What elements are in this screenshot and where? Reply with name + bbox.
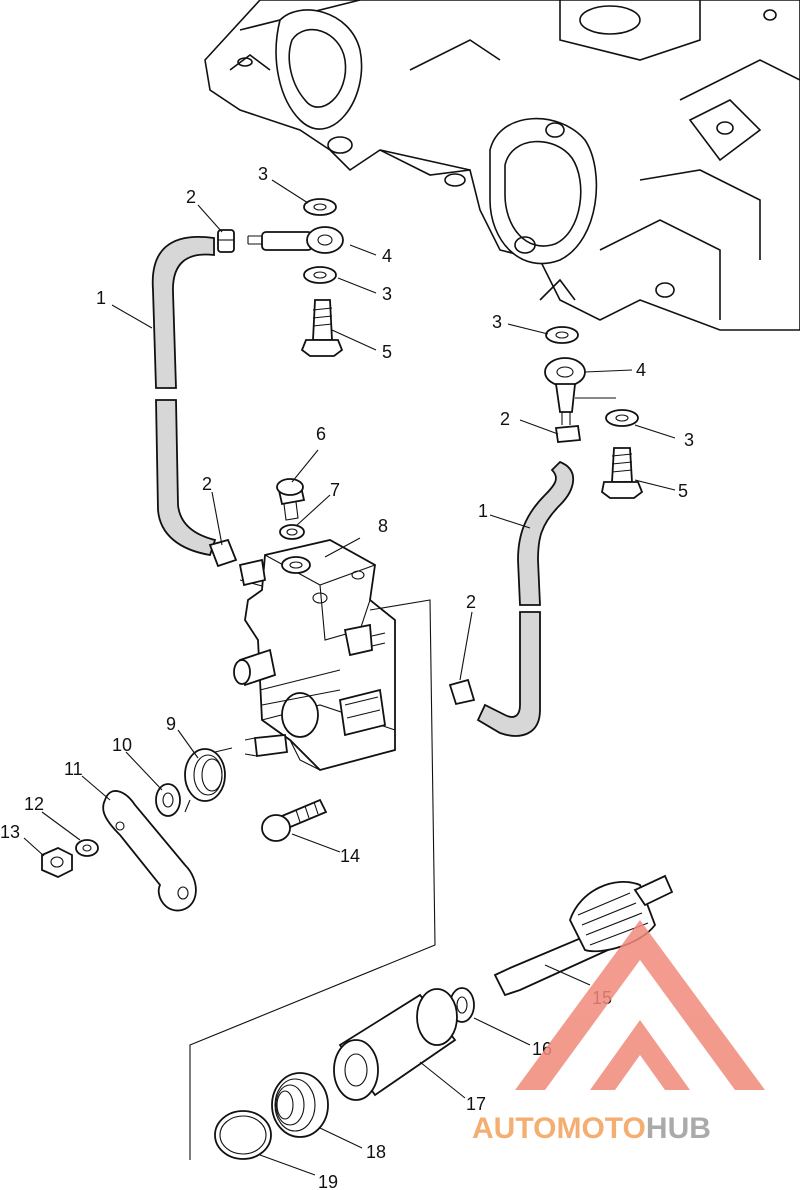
callout-5: 5 [382, 342, 392, 362]
callout-8: 8 [378, 516, 388, 536]
hose-clamp-2-lower-right [448, 678, 476, 706]
assembly-bracket-line [189, 599, 436, 1160]
spring-18 [271, 1072, 329, 1138]
snap-ring-19 [214, 1110, 272, 1160]
washer-3-upper-right [545, 326, 579, 344]
hex-nut-13 [41, 847, 73, 878]
oil-pump-body [233, 539, 396, 772]
washer-7 [279, 524, 305, 540]
pump-lever-11 [102, 790, 197, 912]
callout-6: 6 [316, 424, 326, 444]
watermark-triangle-icon [515, 920, 765, 1090]
engine-cylinder-head [204, 0, 800, 331]
callout-17: 17 [466, 1094, 486, 1114]
mounting-screw-14 [261, 798, 328, 842]
fuel-hose-1-left [151, 236, 217, 557]
lock-washer-12 [75, 839, 99, 857]
washer-10 [155, 783, 181, 817]
callout-18: 18 [366, 1142, 386, 1162]
pump-pulse-fitting [238, 558, 267, 587]
callout-14: 14 [340, 846, 360, 866]
callout-13: 13 [0, 822, 20, 842]
callout-3: 3 [382, 284, 392, 304]
callout-2: 2 [500, 409, 510, 429]
callout-9: 9 [166, 714, 176, 734]
callout-2: 2 [466, 592, 476, 612]
fuel-hose-1-right [476, 460, 575, 737]
callout-1: 1 [96, 288, 106, 308]
callout-12: 12 [24, 794, 44, 814]
callout-4: 4 [636, 360, 646, 380]
washer-3-upper-left [303, 198, 337, 216]
return-spring-9 [184, 747, 233, 813]
watermark-inner-a-icon [590, 1020, 690, 1090]
banjo-bolt-5-left [300, 299, 344, 357]
callout-19: 19 [318, 1172, 338, 1190]
callout-1: 1 [478, 501, 488, 521]
callout-10: 10 [112, 735, 132, 755]
hose-clamp-2-upper-left [217, 229, 235, 253]
automotohub-watermark-logo: AUTOMOTOHUB [472, 920, 765, 1145]
callout-3: 3 [684, 430, 694, 450]
callout-11: 11 [64, 759, 83, 779]
banjo-fitting-4-left [247, 226, 344, 254]
callout-7: 7 [330, 480, 340, 500]
banjo-fitting-4-right [544, 357, 586, 425]
watermark-text-hub: HUB [646, 1112, 711, 1145]
banjo-bolt-5-right [601, 447, 644, 499]
bushing-17 [333, 988, 458, 1101]
callout-2: 2 [186, 187, 196, 207]
callout-4: 4 [382, 246, 392, 266]
callout-3: 3 [258, 164, 268, 184]
leader-lines [23, 179, 676, 1176]
callout-3: 3 [492, 312, 502, 332]
washer-3-right-side [605, 409, 639, 427]
washer-3-lower-left [303, 266, 337, 284]
svg-text:AUTOMOTOHUB: AUTOMOTOHUB [472, 1112, 711, 1145]
callout-5: 5 [678, 481, 688, 501]
hose-clamp-2-upper-right [554, 425, 582, 443]
callout-2: 2 [202, 474, 212, 494]
hose-clamp-2-lower-left [208, 538, 238, 568]
bleeder-screw-6 [276, 478, 306, 521]
watermark-text-automoto: AUTOMOTO [472, 1112, 646, 1145]
